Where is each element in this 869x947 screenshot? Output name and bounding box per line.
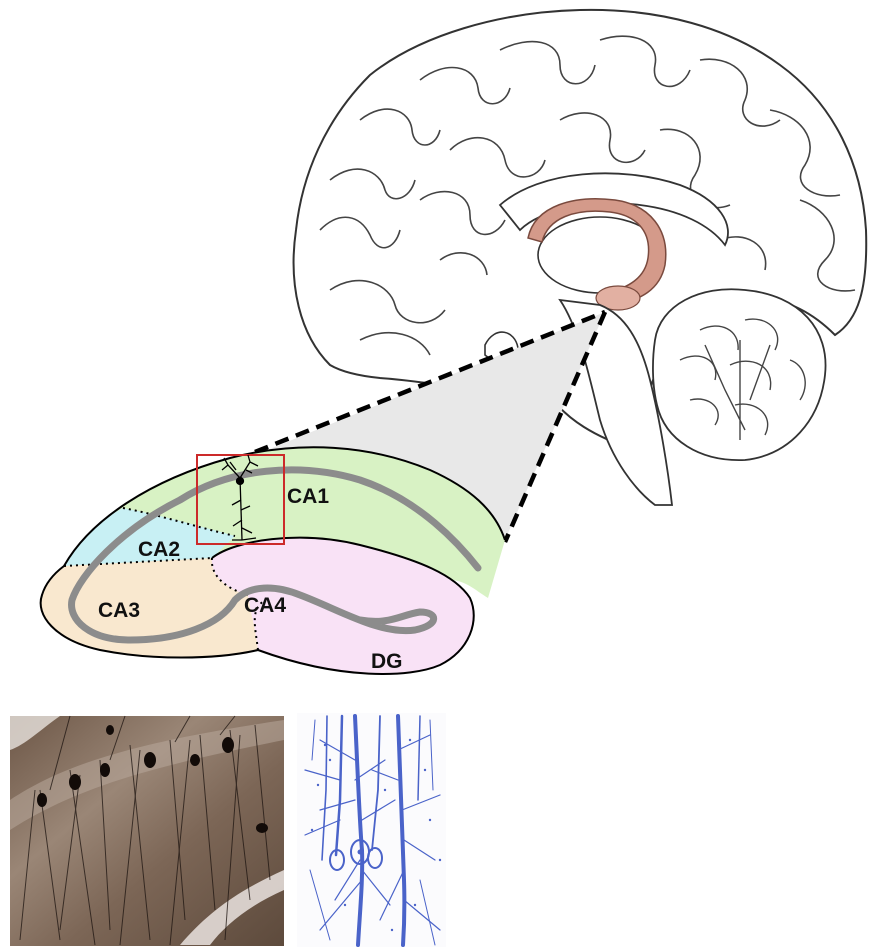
ca4-label: CA4: [244, 594, 286, 617]
ca2-label: CA2: [138, 538, 180, 561]
ca3-label: CA3: [98, 599, 140, 622]
dg-label: DG: [371, 650, 403, 673]
hippocampus-schematic: CA1 CA2 CA3 CA4 DG: [41, 447, 505, 674]
cajal-neuron-drawing: [297, 713, 446, 947]
golgi-stain-micrograph: [10, 716, 284, 946]
ca1-label: CA1: [287, 485, 329, 508]
cerebellum: [653, 289, 826, 460]
